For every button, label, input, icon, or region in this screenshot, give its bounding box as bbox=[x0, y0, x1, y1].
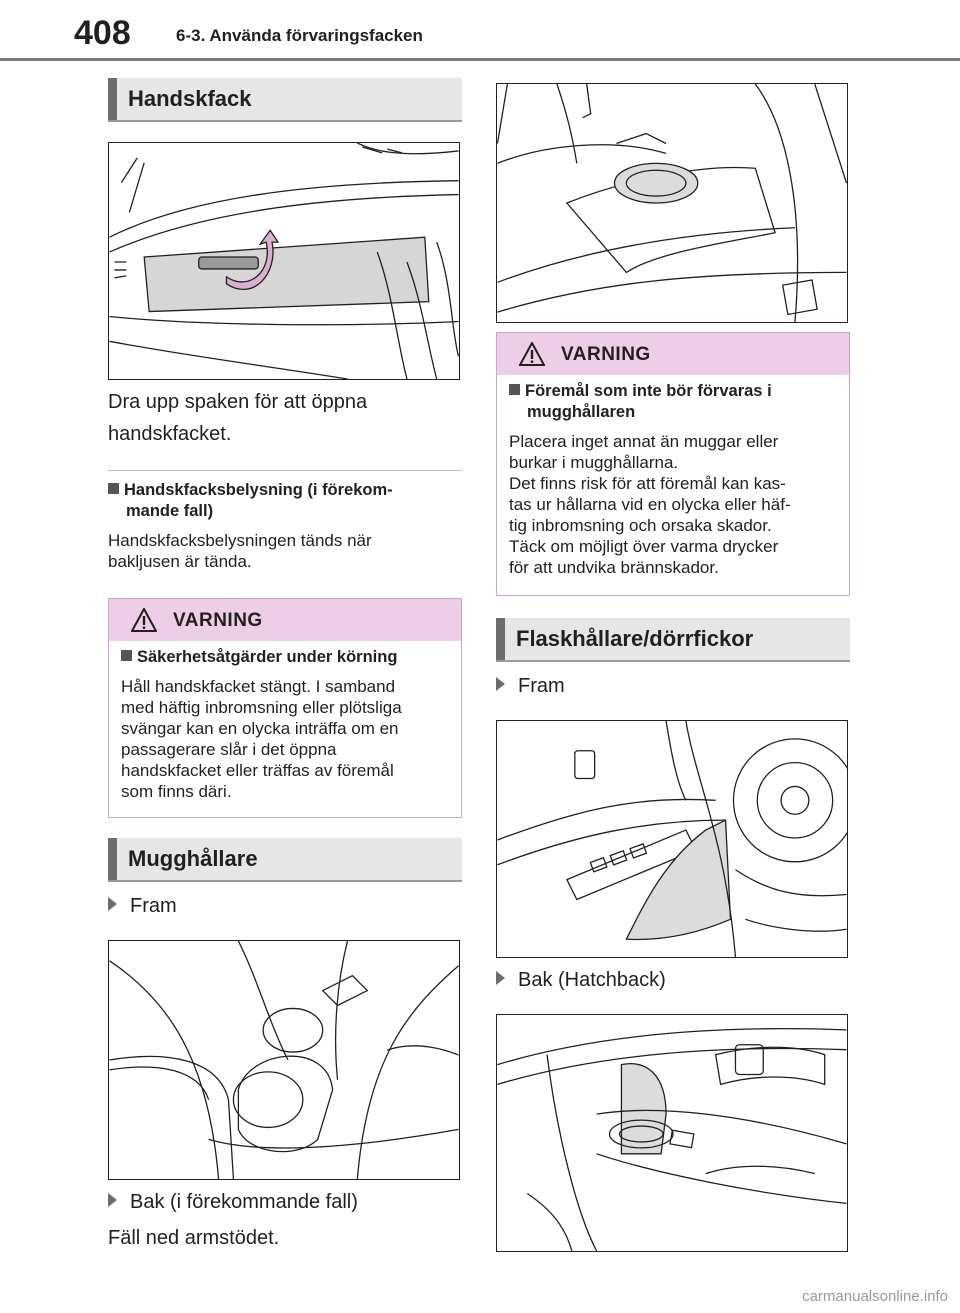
warning-text: Placera inget annat än muggar eller burk… bbox=[509, 432, 791, 577]
heading-accent-bar bbox=[496, 618, 505, 660]
cupholder-front-illustration bbox=[108, 940, 460, 1180]
bottle-holder-rear-label: Bak (Hatchback) bbox=[496, 964, 666, 996]
warning-subheading: Säkerhetsåtgärder under körning bbox=[121, 647, 451, 668]
cupholder-rear-text: Fäll ned armstödet. bbox=[108, 1227, 280, 1249]
square-bullet-icon bbox=[108, 483, 119, 494]
door-pocket-rear-illustration bbox=[496, 1014, 848, 1252]
heading-accent-bar bbox=[108, 838, 117, 880]
header-divider bbox=[0, 58, 960, 61]
section-heading-handskfack: Handskfack bbox=[108, 78, 462, 122]
warning-triangle-icon bbox=[519, 342, 545, 366]
cupholder-front-label: Fram bbox=[108, 890, 177, 922]
glovebox-light-text: Handskfacksbelysningen tänds när bakljus… bbox=[108, 531, 372, 571]
warning-box-cupholder: VARNING Föremål som inte bör förvaras i … bbox=[496, 332, 850, 596]
triangle-bullet-icon bbox=[108, 1193, 117, 1207]
square-bullet-icon bbox=[509, 384, 520, 395]
cupholder-rear-label: Bak (i förekommande fall) bbox=[108, 1186, 358, 1218]
warning-header: VARNING bbox=[497, 333, 849, 375]
page-number: 408 bbox=[74, 14, 131, 52]
square-bullet-icon bbox=[121, 650, 132, 661]
triangle-bullet-icon bbox=[108, 897, 117, 911]
glovebox-caption: Dra upp spaken för att öppna handskfacke… bbox=[108, 391, 368, 445]
warning-box-glovebox: VARNING Säkerhetsåtgärder under körning … bbox=[108, 598, 462, 818]
section-divider bbox=[108, 470, 462, 471]
section-heading-flaskhallare: Flaskhållare/dörrfickor bbox=[496, 618, 850, 662]
glovebox-illustration bbox=[108, 142, 460, 380]
triangle-bullet-icon bbox=[496, 677, 505, 691]
heading-accent-bar bbox=[108, 78, 117, 120]
door-pocket-front-illustration bbox=[496, 720, 848, 958]
chapter-title: 6-3. Använda förvaringsfacken bbox=[176, 26, 423, 45]
warning-subheading: Föremål som inte bör förvaras i mugghåll… bbox=[509, 381, 839, 423]
glovebox-light-subheading: Handskfacksbelysning (i förekom- mande f… bbox=[108, 480, 462, 522]
cupholder-rear-illustration bbox=[496, 83, 848, 323]
section-heading-mugghallare: Mugghållare bbox=[108, 838, 462, 882]
triangle-bullet-icon bbox=[496, 971, 505, 985]
bottle-holder-front-label: Fram bbox=[496, 670, 565, 702]
warning-text: Håll handskfacket stängt. I samband med … bbox=[121, 677, 402, 801]
warning-header: VARNING bbox=[109, 599, 461, 641]
watermark: carmanualsonline.info bbox=[802, 1288, 948, 1305]
warning-triangle-icon bbox=[131, 608, 157, 632]
